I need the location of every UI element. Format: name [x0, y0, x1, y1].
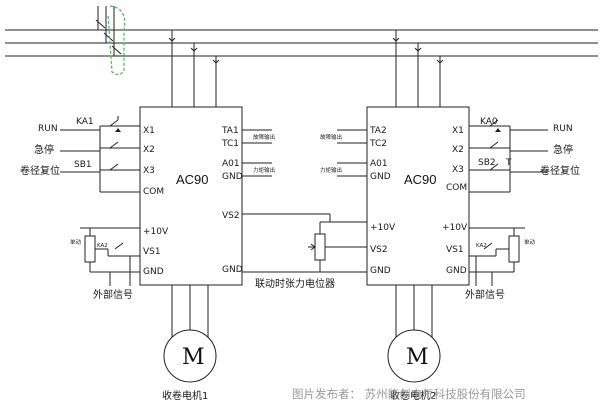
dl-term-a01: A01 — [222, 159, 240, 169]
right-reset-mark: T — [505, 158, 512, 168]
dr-term-a01: A01 — [370, 159, 388, 169]
right-label-run: RUN — [553, 124, 573, 134]
left-relay-sb1: SB1 — [74, 160, 92, 170]
power-bus — [5, 29, 598, 57]
dl-output-wires — [242, 129, 272, 177]
dl-term-x1: X1 — [143, 126, 155, 136]
dl-analog-output: 力矩输出 — [253, 166, 275, 174]
dr-term-gnd2: GND — [370, 266, 391, 276]
left-pot-label: 单动 — [70, 238, 82, 246]
dl-term-vs2: VS2 — [222, 211, 240, 221]
drive-left-model: AC90 — [176, 172, 209, 187]
dr-term-vs1: VS1 — [446, 245, 464, 255]
motor-left-symbol: M — [182, 345, 205, 370]
watermark: 图片发布者： 苏州能创电气科技股份有限公司 — [292, 387, 526, 401]
motor-left-icon — [163, 329, 217, 383]
left-label-run: RUN — [38, 124, 58, 134]
dl-term-10v: +10V — [143, 227, 169, 237]
right-pot-relay: KA2 — [476, 243, 487, 249]
right-label-estop: 急停 — [553, 143, 573, 156]
dr-analog-output: 力矩输出 — [320, 166, 342, 174]
dl-term-com: COM — [143, 187, 164, 197]
dr-term-x1: X1 — [452, 126, 464, 136]
motor-leads — [171, 285, 433, 338]
motor-right-icon — [387, 329, 441, 383]
dl-term-tc1: TC1 — [221, 139, 239, 149]
dr-fault-output: 故障输出 — [320, 133, 342, 141]
dr-term-vs2: VS2 — [370, 245, 388, 255]
right-label-reset: 卷径复位 — [540, 164, 580, 177]
drive-right-model: AC90 — [404, 172, 437, 187]
linked-pot-wiring — [242, 213, 367, 273]
left-label-estop: 急停 — [34, 143, 54, 156]
dr-term-com: COM — [446, 183, 467, 193]
left-relay-ka1: KA1 — [76, 117, 94, 127]
right-pot-wiring — [469, 227, 525, 286]
left-pot-relay: KA2 — [97, 243, 108, 249]
right-external-signal: 外部信号 — [465, 288, 505, 301]
right-control-wiring — [469, 119, 548, 193]
dl-term-ta1: TA1 — [221, 126, 239, 136]
power-drops — [168, 30, 444, 107]
dl-term-x2: X2 — [143, 145, 155, 155]
dl-term-vs1: VS1 — [143, 247, 161, 257]
left-external-signal: 外部信号 — [93, 288, 133, 301]
dl-term-gnd2: GND — [222, 172, 243, 182]
motor-left-label: 收卷电机1 — [162, 389, 208, 402]
right-relay-ka0: KA0 — [480, 117, 498, 127]
dr-term-x2: X2 — [452, 145, 464, 155]
right-pot-label: 单动 — [524, 238, 536, 246]
dr-term-x3: X3 — [452, 165, 464, 175]
left-pot-wiring — [80, 227, 140, 286]
left-label-reset: 卷径复位 — [20, 164, 60, 177]
dl-term-gnd3: GND — [222, 265, 243, 275]
main-breaker-icon — [95, 5, 126, 76]
dl-term-gnd: GND — [143, 267, 164, 277]
dl-fault-output: 故障输出 — [253, 133, 275, 141]
dr-input-wires — [337, 129, 367, 177]
drive-right-box — [366, 106, 470, 286]
motor-right-label: 收卷电机2 — [390, 389, 436, 402]
drive-left-box — [139, 106, 243, 286]
left-control-wiring — [60, 116, 140, 193]
right-relay-sb2: SB2 — [478, 158, 496, 168]
dr-term-ta2: TA2 — [369, 126, 387, 136]
dr-term-tc2: TC2 — [369, 139, 387, 149]
dr-term-10v2: +10V — [442, 223, 468, 233]
motor-right-symbol: M — [406, 345, 429, 370]
dr-term-gnd: GND — [370, 172, 391, 182]
dr-term-10v: +10V — [370, 223, 396, 233]
linked-pot-label: 联动时张力电位器 — [255, 277, 335, 290]
dl-term-x3: X3 — [143, 166, 155, 176]
dr-term-gnd3: GND — [446, 266, 467, 276]
